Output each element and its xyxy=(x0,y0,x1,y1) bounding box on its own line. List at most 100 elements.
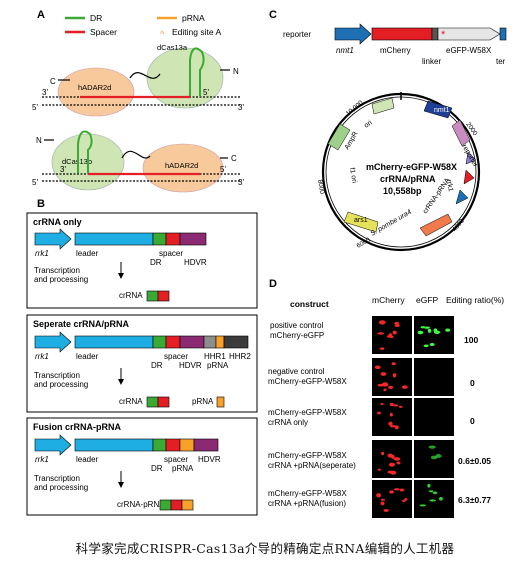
box3-promoter-arrow xyxy=(34,434,72,456)
box2-product2: pRNA xyxy=(192,397,214,406)
editing-site-icon: ^ xyxy=(160,29,165,39)
cell-speck xyxy=(376,493,381,498)
box2-hdvr xyxy=(179,335,205,349)
box2-product-dr xyxy=(146,396,159,408)
cell-speck xyxy=(429,342,435,347)
row1-line1: negative control xyxy=(268,367,325,376)
cell-speck xyxy=(388,421,393,426)
plasmid-ars1 xyxy=(343,211,379,233)
box3-product: crRNA-pRNA xyxy=(117,500,165,509)
box3-dr-label: DR xyxy=(151,464,163,473)
plasmid-nmt1-label: nmt1 xyxy=(434,107,450,114)
top-enzyme-left: hADAR2d xyxy=(78,83,111,92)
box3-hdvr-label: HDVR xyxy=(198,455,221,464)
cell-speck xyxy=(380,372,387,376)
bottom-n-term: N xyxy=(36,136,42,145)
row-3: mCherry-eGFP-W58X crRNA +pRNA(seperate) … xyxy=(268,451,491,470)
cell-speck xyxy=(419,504,427,507)
box2-hdvr-label: HDVR xyxy=(179,361,202,370)
box2-leader-label: leader xyxy=(76,352,99,361)
box2-hhr1 xyxy=(203,335,217,349)
hadar2d-blob-top xyxy=(57,67,135,117)
box3-dr xyxy=(152,438,167,452)
cell-speck xyxy=(386,335,393,338)
plasmid-title1: mCherry-eGFP-W58X xyxy=(366,162,457,172)
cell-speck xyxy=(417,330,424,335)
cell-speck xyxy=(430,455,438,460)
panel-c: C reporter * nmt1 mCherry eGFP-W58X link… xyxy=(269,9,507,252)
cell-speck xyxy=(393,404,399,407)
box2-spacer-label: spacer xyxy=(164,352,188,361)
figure-caption: 科学家完成CRISPR-Cas13a介导的精确定点RNA编辑的人工机器 xyxy=(75,541,455,556)
plasmid-rrk1 xyxy=(465,151,477,165)
row-1: negative control mCherry-eGFP-W58X 0 xyxy=(268,367,475,388)
hadar2d-blob-bottom xyxy=(142,143,224,193)
legend-dr: DR xyxy=(90,13,102,23)
cell-speck xyxy=(383,388,387,392)
ter-block xyxy=(499,27,507,41)
box3-spacer-label: spacer xyxy=(164,455,188,464)
box3-product-dr xyxy=(159,499,172,511)
box1-promoter-arrow xyxy=(34,228,72,250)
box-crrna-only xyxy=(26,212,258,309)
panel-b-label: B xyxy=(37,198,45,210)
box2-hhr2 xyxy=(223,335,249,349)
box3-prna xyxy=(179,438,195,452)
cell-speck xyxy=(399,488,405,492)
bottom-strand-tl: 3' xyxy=(60,165,66,174)
box2-title: Seperate crRNA/pRNA xyxy=(33,319,130,329)
cell-speck xyxy=(389,425,397,428)
bottom-strand-br: 3' xyxy=(238,178,244,187)
cell-speck xyxy=(439,497,443,501)
box2-product2-prna xyxy=(216,396,225,408)
cell-speck xyxy=(445,328,451,332)
header-mcherry: mCherry xyxy=(372,295,405,305)
top-n-term: N xyxy=(233,67,239,76)
cell-speck xyxy=(383,508,389,512)
egfp-label: eGFP-W58X xyxy=(446,46,492,55)
cell-speck xyxy=(380,501,385,506)
reporter-label: reporter xyxy=(283,30,311,39)
mcherry-image-row0 xyxy=(372,316,412,354)
cell-speck xyxy=(388,462,396,467)
row2-line1: mCherry-eGFP-W58X xyxy=(268,408,347,417)
box3-product-prna xyxy=(181,499,194,511)
legend-spacer: Spacer xyxy=(90,27,117,37)
legend-editing-site: Editing site A xyxy=(172,27,221,37)
top-strand-bl: 5' xyxy=(32,103,38,112)
row1-ratio: 0 xyxy=(470,378,475,388)
box1-title: crRNA only xyxy=(33,217,82,227)
plasmid-ori xyxy=(371,97,395,115)
top-strand-tl: 3' xyxy=(42,88,48,97)
mcherry-block xyxy=(371,27,433,41)
box1-spacer-label: spacer xyxy=(159,249,183,258)
top-c-term: C xyxy=(50,77,56,86)
cell-speck xyxy=(423,326,430,329)
ter-label: ter xyxy=(496,57,506,66)
box3-product-spacer xyxy=(170,499,183,511)
plasmid-crrna xyxy=(463,169,475,185)
linker-top xyxy=(129,72,161,79)
box1-spacer xyxy=(165,232,181,246)
cell-speck xyxy=(390,470,397,475)
box2-promoter-arrow xyxy=(34,331,72,353)
panel-c-label: C xyxy=(269,9,277,21)
plasmid-ura4 xyxy=(419,213,453,237)
bottom-enzyme-right: hADAR2d xyxy=(165,161,198,170)
linker-label: linker xyxy=(422,57,441,66)
box1-promoter: rrk1 xyxy=(35,249,49,258)
box1-hdvr-label: HDVR xyxy=(184,258,207,267)
cell-speck xyxy=(401,385,408,389)
cell-speck xyxy=(380,498,386,501)
top-enzyme-right: dCas13a xyxy=(157,43,188,52)
egfp-image-row1 xyxy=(414,358,454,396)
dr-hairpin-bottom xyxy=(77,130,93,173)
tick-8000: 8000 xyxy=(316,179,325,195)
box-fusion xyxy=(26,417,258,516)
panel-d-label: D xyxy=(269,278,277,290)
plasmid-f1ori-label: f1 ori xyxy=(348,167,358,184)
cell-speck xyxy=(423,344,429,348)
